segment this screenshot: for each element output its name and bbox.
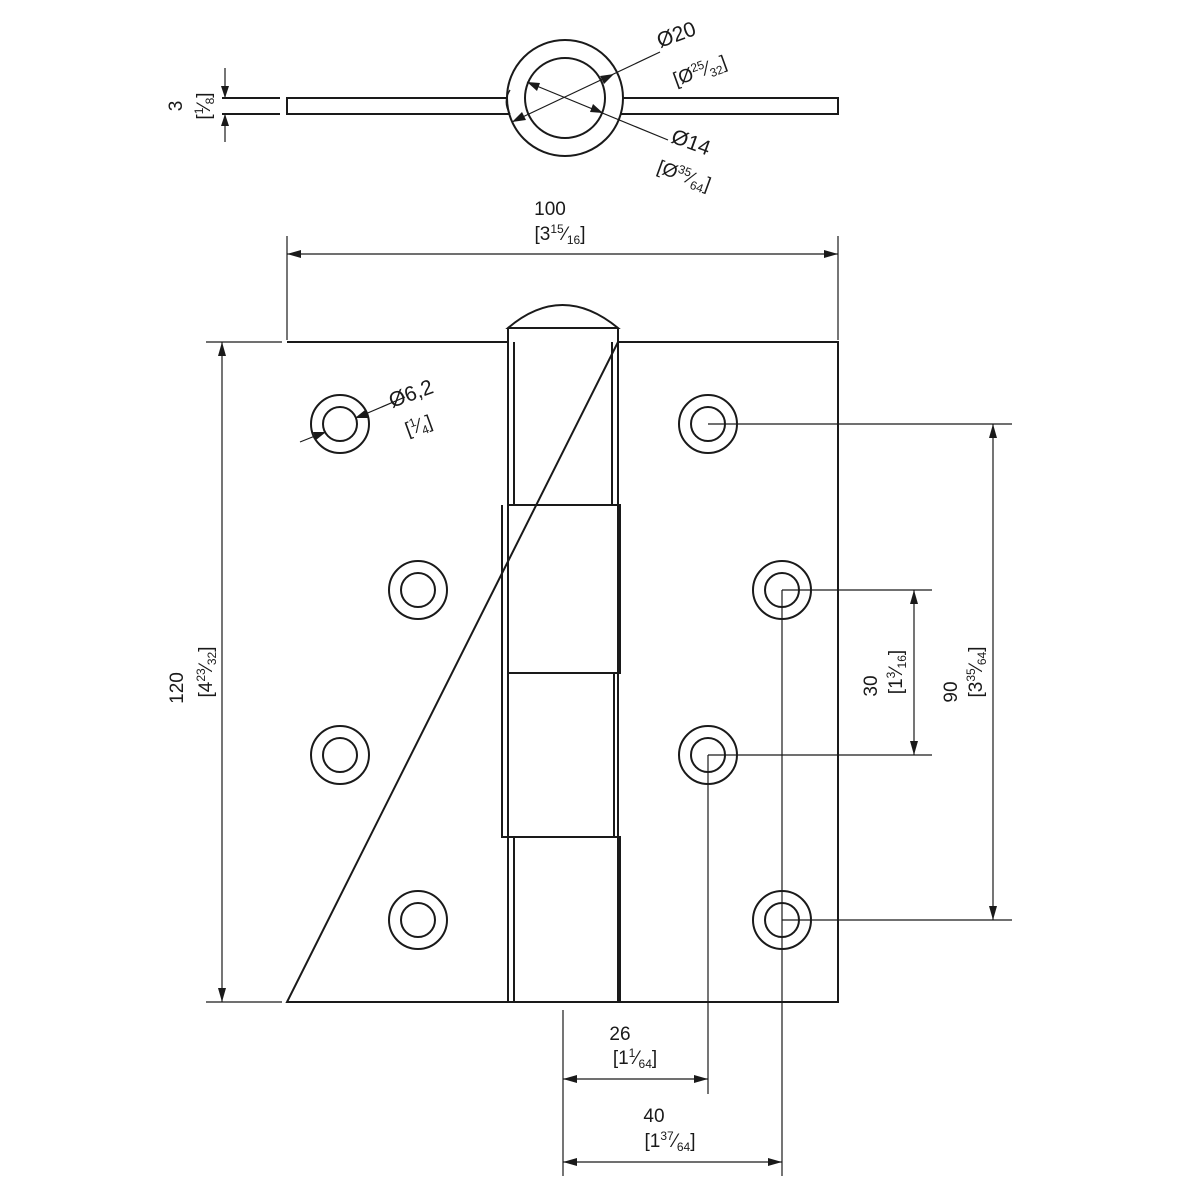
thickness-extension-lines [222, 97, 280, 115]
knuckle-segment-2 [508, 504, 621, 674]
arrow-head [287, 250, 301, 258]
front-view: 100 [315⁄16] Ø6,2 [ [167, 199, 1012, 1176]
height-label-mm: 120 [167, 672, 188, 704]
knuckle-segment-4 [508, 836, 621, 1002]
screw-hole [388, 560, 448, 620]
arrow-head [590, 104, 603, 113]
arrow-head [218, 342, 226, 356]
arrow-head [989, 906, 997, 920]
top-view-left-leaf [286, 97, 513, 115]
thickness-label-inch: [1⁄8] [192, 92, 217, 119]
offset-26-label-inch: [11⁄64] [613, 1046, 657, 1071]
pin-outer-label-inch: [Ø25⁄32] [670, 50, 730, 92]
arrow-head [527, 82, 540, 91]
width-label-mm: 100 [534, 199, 566, 220]
offset-26-label-mm: 26 [609, 1024, 630, 1045]
screw-hole [310, 725, 370, 785]
width-label-inch: [315⁄16] [534, 222, 585, 247]
top-view: 3 [1⁄8] Ø20 [Ø25⁄32] Ø14 [Ø35⁄64] [166, 18, 839, 197]
screw-hole [388, 890, 448, 950]
arrow-head [600, 74, 614, 84]
pin-outer-label-mm: Ø20 [654, 18, 699, 53]
arrow-head [563, 1158, 577, 1166]
knuckle-segment-offset [501, 505, 508, 838]
pitch-large-label-mm: 90 [941, 681, 962, 702]
leaf-joint-curve [505, 89, 511, 115]
offset-40-label-mm: 40 [643, 1106, 664, 1127]
arrow-head [768, 1158, 782, 1166]
pin-head [505, 304, 621, 329]
arrow-head [221, 86, 229, 98]
top-view-right-leaf [609, 97, 839, 115]
arrow-head [355, 410, 368, 418]
height-label-inch: [423⁄32] [194, 646, 219, 697]
arrow-head [910, 590, 918, 604]
screw-hole [310, 394, 370, 454]
thickness-label-mm: 3 [166, 101, 187, 112]
arrow-head [989, 424, 997, 438]
arrow-head [221, 114, 229, 126]
pin-inner-label-mm: Ø14 [668, 125, 713, 160]
arrow-head [563, 1075, 577, 1083]
offset-40-label-inch: [137⁄64] [644, 1129, 695, 1154]
arrow-head [910, 741, 918, 755]
arrow-head [824, 250, 838, 258]
pitch-small-label-mm: 30 [861, 675, 882, 696]
hole-label-mm: Ø6,2 [386, 376, 437, 413]
arrow-head [694, 1075, 708, 1083]
arrow-head [512, 112, 526, 122]
pitch-large-label-inch: [335⁄64] [964, 646, 989, 697]
hinge-leaves-outline [285, 341, 839, 1003]
pitch-small-label-inch: [13⁄16] [884, 650, 909, 694]
pin-inner-label-inch: [Ø35⁄64] [654, 155, 714, 197]
arrow-head [313, 432, 326, 440]
pin-outer-leader [511, 51, 661, 123]
hole-label-inch: [1⁄4] [402, 410, 436, 443]
arrow-head [218, 988, 226, 1002]
